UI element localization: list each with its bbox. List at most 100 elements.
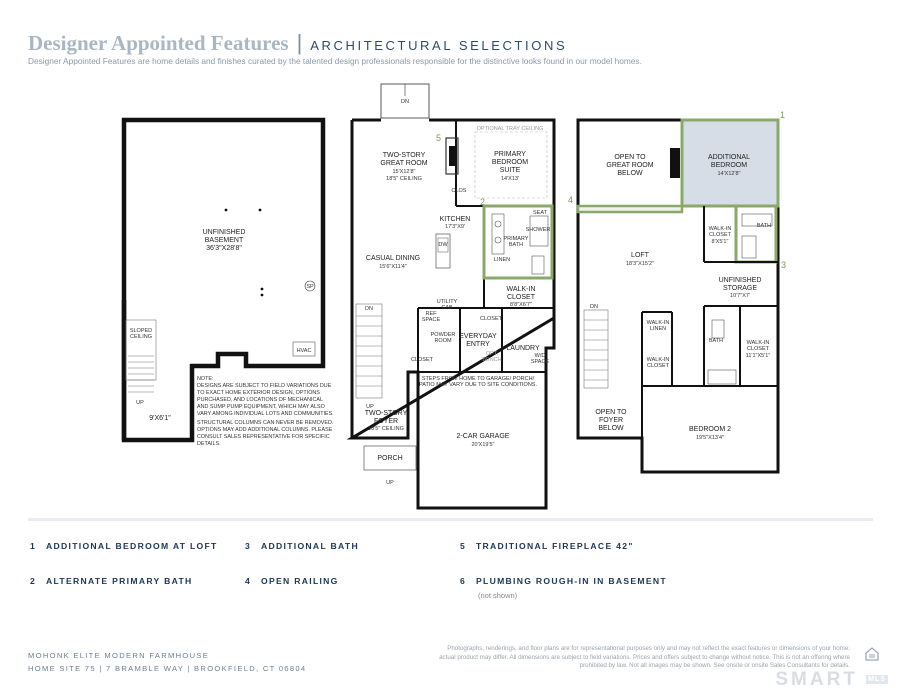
svg-text:CONSULT SALES REPRESENTATIVE F: CONSULT SALES REPRESENTATIVE FOR SPECIFI… bbox=[197, 434, 330, 440]
callout-3: 3 bbox=[781, 260, 786, 270]
svg-text:LAUNDRY: LAUNDRY bbox=[506, 345, 540, 352]
svg-text:UTILITY: UTILITY bbox=[437, 299, 458, 305]
svg-text:8'8"X6'7": 8'8"X6'7" bbox=[510, 302, 532, 308]
svg-text:FOYER: FOYER bbox=[599, 417, 623, 424]
title-separator: | bbox=[296, 30, 303, 55]
svg-text:PURCHASED, AND LOCATIONS OF ME: PURCHASED, AND LOCATIONS OF MECHANICAL bbox=[197, 397, 323, 403]
svg-text:CLOSET: CLOSET bbox=[507, 294, 536, 301]
svg-text:UNFINISHED: UNFINISHED bbox=[719, 277, 762, 284]
svg-text:UP: UP bbox=[386, 480, 394, 486]
basement-name-2: BASEMENT bbox=[205, 237, 244, 244]
svg-text:SEAT: SEAT bbox=[533, 210, 548, 216]
svg-text:OPTIONS MAY ADD ADDITIONAL COL: OPTIONS MAY ADD ADDITIONAL COLUMNS. PLEA… bbox=[197, 427, 333, 433]
svg-text:GREAT ROOM: GREAT ROOM bbox=[606, 162, 653, 169]
hvac-unit bbox=[292, 341, 316, 357]
svg-text:BENCH: BENCH bbox=[482, 357, 501, 363]
svg-text:ROOM: ROOM bbox=[434, 338, 452, 344]
svg-text:STRUCTURAL COLUMNS CAN NEVER B: STRUCTURAL COLUMNS CAN NEVER BE REMOVED. bbox=[197, 420, 333, 426]
svg-text:STEPS FROM HOME TO GARAGE/ POR: STEPS FROM HOME TO GARAGE/ PORCH/ bbox=[422, 376, 535, 382]
community-name: MOHONK ELITE MODERN FARMHOUSE bbox=[28, 651, 210, 660]
svg-text:18'5" CEILING: 18'5" CEILING bbox=[386, 176, 422, 182]
svg-text:WALK-IN: WALK-IN bbox=[647, 357, 670, 363]
svg-text:WALK-IN: WALK-IN bbox=[747, 340, 770, 346]
page-description: Designer Appointed Features are home det… bbox=[28, 56, 642, 66]
callout-2: 2 bbox=[480, 197, 485, 207]
open-railing-highlight bbox=[576, 204, 684, 214]
svg-text:OPEN TO: OPEN TO bbox=[595, 409, 627, 416]
svg-text:DETAILS.: DETAILS. bbox=[197, 441, 221, 447]
basement-name-1: UNFINISHED bbox=[203, 229, 246, 236]
page-header: Designer Appointed Features|ARCHITECTURA… bbox=[28, 30, 567, 56]
svg-text:18'3"X15'2": 18'3"X15'2" bbox=[626, 261, 654, 267]
svg-text:DESIGNS ARE SUBJECT TO FIELD V: DESIGNS ARE SUBJECT TO FIELD VARIATIONS … bbox=[197, 383, 332, 389]
sloped-ceiling-1: SLOPED bbox=[130, 328, 152, 334]
svg-text:ADDITIONAL: ADDITIONAL bbox=[708, 154, 750, 161]
svg-text:CAB: CAB bbox=[441, 305, 453, 311]
svg-text:14'X12'8": 14'X12'8" bbox=[717, 171, 740, 177]
ff-dn-top: DN bbox=[401, 99, 409, 105]
svg-text:SPACE: SPACE bbox=[422, 317, 441, 323]
section-divider bbox=[28, 518, 873, 521]
svg-text:SHOWER: SHOWER bbox=[526, 227, 551, 233]
svg-text:BELOW: BELOW bbox=[598, 425, 624, 432]
svg-text:BEDROOM 2: BEDROOM 2 bbox=[689, 426, 731, 433]
svg-text:CASUAL DINING: CASUAL DINING bbox=[366, 255, 420, 262]
svg-text:VARY AMONG INDIVIDUAL LOTS AND: VARY AMONG INDIVIDUAL LOTS AND COMMUNITI… bbox=[197, 411, 334, 417]
svg-text:WALK-IN: WALK-IN bbox=[709, 226, 732, 232]
additional-bedroom-highlight bbox=[680, 118, 780, 208]
page-title: Designer Appointed Features bbox=[28, 31, 289, 55]
svg-text:CLOSET: CLOSET bbox=[480, 316, 503, 322]
callout-1: 1 bbox=[780, 110, 785, 120]
svg-text:BELOW: BELOW bbox=[617, 170, 643, 177]
svg-text:POWDER: POWDER bbox=[431, 332, 456, 338]
primary-bath-highlight bbox=[482, 204, 554, 280]
svg-text:CLOSET: CLOSET bbox=[411, 357, 434, 363]
svg-text:WALK-IN: WALK-IN bbox=[647, 320, 670, 326]
svg-text:SUITE: SUITE bbox=[500, 167, 521, 174]
svg-text:SPACE: SPACE bbox=[531, 359, 550, 365]
svg-text:PRIMARY: PRIMARY bbox=[494, 151, 526, 158]
basement-dims: 36'3"X28'8" bbox=[206, 245, 242, 252]
svg-text:NOTE:: NOTE: bbox=[197, 376, 213, 382]
svg-text:DW: DW bbox=[438, 242, 448, 248]
svg-text:TWO-STORY: TWO-STORY bbox=[383, 152, 426, 159]
svg-text:DN: DN bbox=[365, 306, 373, 312]
floor-plans: SP HVAC UNFINISHED BASEMENT 36'3"X28'8" … bbox=[121, 83, 786, 510]
svg-text:8'X5'1": 8'X5'1" bbox=[712, 239, 729, 245]
svg-text:UP: UP bbox=[366, 404, 374, 410]
svg-text:BEDROOM: BEDROOM bbox=[492, 159, 528, 166]
svg-text:LOFT: LOFT bbox=[631, 252, 650, 259]
svg-text:CLOSET: CLOSET bbox=[747, 346, 770, 352]
svg-text:CLOSET: CLOSET bbox=[709, 232, 732, 238]
sump-pump-label: SP bbox=[306, 284, 314, 290]
svg-text:EVERYDAY: EVERYDAY bbox=[459, 333, 497, 340]
svg-text:DN: DN bbox=[590, 304, 598, 310]
svg-text:OPEN TO: OPEN TO bbox=[614, 154, 646, 161]
svg-text:18'5" CEILING: 18'5" CEILING bbox=[368, 426, 404, 432]
legend-note: (not shown) bbox=[478, 591, 518, 600]
svg-text:AND SUMP PUMP EQUIPMENT, WHICH: AND SUMP PUMP EQUIPMENT, WHICH MAY ALSO bbox=[197, 404, 325, 410]
svg-text:WALK-IN: WALK-IN bbox=[507, 286, 536, 293]
svg-text:15'X12'8": 15'X12'8" bbox=[392, 169, 415, 175]
svg-text:OPT.: OPT. bbox=[486, 351, 499, 357]
svg-text:11'1"X5'1": 11'1"X5'1" bbox=[746, 353, 771, 359]
svg-text:BATH: BATH bbox=[509, 242, 523, 248]
svg-text:CLOSET: CLOSET bbox=[647, 363, 670, 369]
callout-4: 4 bbox=[568, 195, 573, 205]
svg-text:PRIMARY: PRIMARY bbox=[504, 236, 529, 242]
tray-ceiling-label: OPTIONAL TRAY CEILING bbox=[477, 126, 544, 132]
svg-text:TO EXACT HOME EXTERIOR DESIGN,: TO EXACT HOME EXTERIOR DESIGN, OPTIONS bbox=[197, 390, 320, 396]
first-floor-plan: DN OPTIONAL TRAY CEILING bbox=[346, 83, 556, 510]
svg-text:REF: REF bbox=[426, 311, 438, 317]
svg-text:GREAT ROOM: GREAT ROOM bbox=[380, 160, 427, 167]
hvac-label: HVAC bbox=[297, 348, 312, 354]
sump-pump-icon bbox=[304, 280, 316, 292]
svg-text:TWO-STORY: TWO-STORY bbox=[365, 410, 408, 417]
svg-text:ENTRY: ENTRY bbox=[466, 341, 490, 348]
svg-text:KITCHEN: KITCHEN bbox=[440, 216, 471, 223]
svg-text:PORCH: PORCH bbox=[377, 455, 402, 462]
svg-text:LINEN: LINEN bbox=[494, 257, 510, 263]
svg-text:CLOS: CLOS bbox=[452, 188, 467, 194]
